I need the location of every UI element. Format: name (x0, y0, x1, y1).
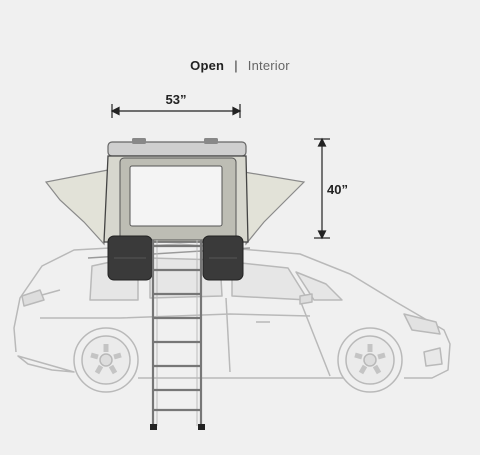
tab-interior[interactable]: Interior (247, 58, 290, 73)
height-dimension-label: 40” (327, 182, 348, 197)
car-body (13, 243, 451, 379)
rear-wheel (73, 327, 139, 393)
rooftop-tent (103, 138, 249, 243)
tab-open[interactable]: Open (190, 58, 225, 73)
tent-storage-bags (107, 235, 244, 281)
telescopic-ladder (150, 240, 205, 430)
tab-separator: | (234, 58, 238, 73)
width-dimension-line (110, 104, 242, 118)
tent-awnings (44, 169, 306, 246)
view-toggle: Open | Interior (0, 58, 480, 73)
width-dimension-label: 53” (165, 92, 187, 107)
height-dimension-line (314, 137, 330, 240)
front-wheel (337, 327, 403, 393)
